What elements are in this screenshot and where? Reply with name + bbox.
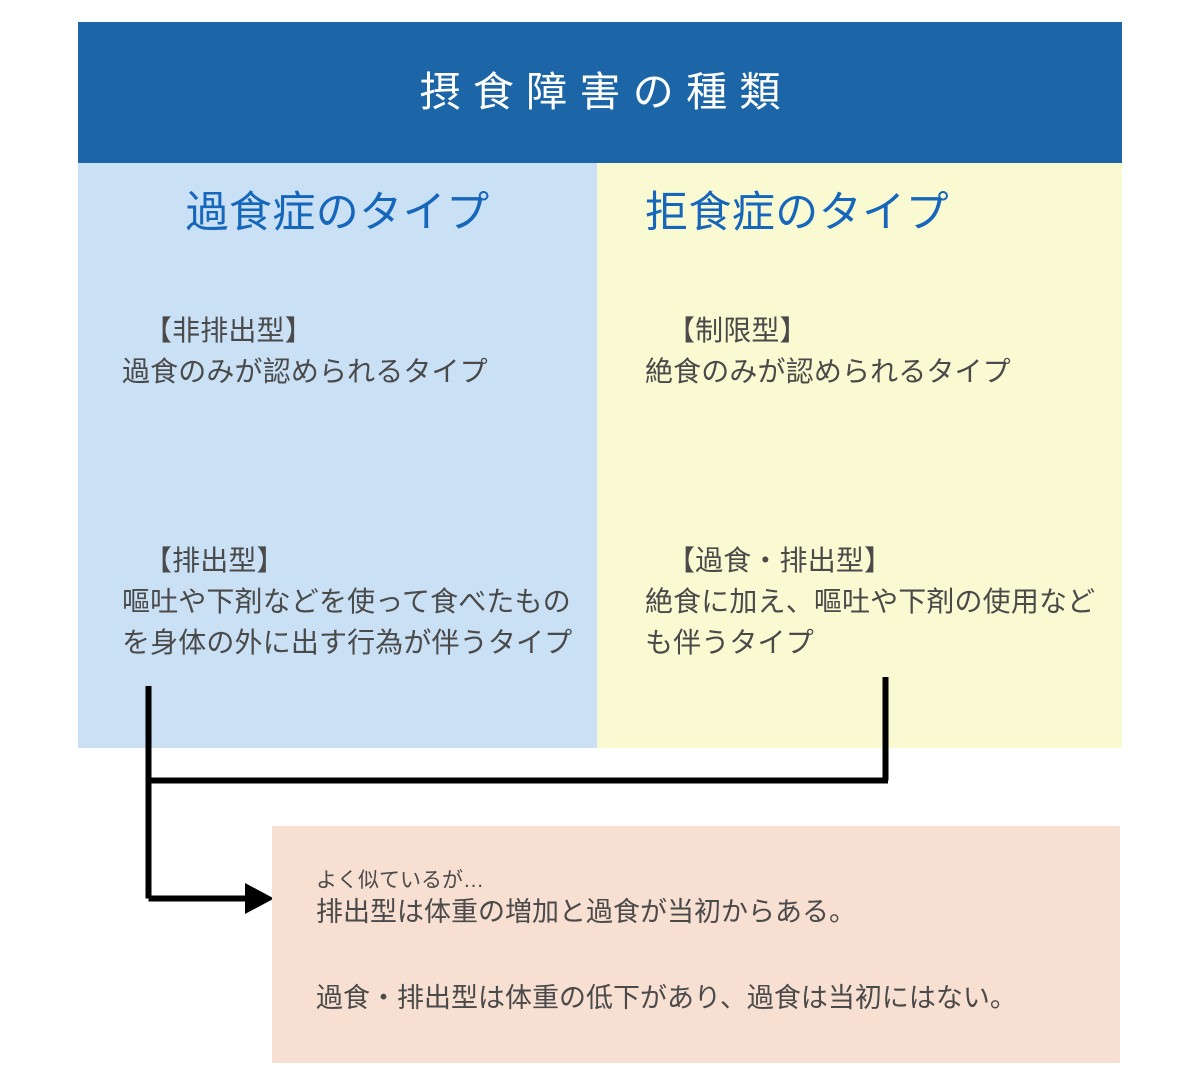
entry-body-nonpurging: 過食のみが認められるタイプ <box>122 355 488 387</box>
entry-title-binge-purging: 【過食・排出型】 <box>667 545 893 576</box>
entry-binge-purging: 【過食・排出型】 絶食に加え、嘔吐や下剤の使用なども伴うタイプ <box>645 541 1100 664</box>
diagram-header-bar: 摂食障害の種類 <box>78 22 1122 163</box>
column-heading-bulimia: 過食症のタイプ <box>185 189 490 237</box>
note-box: よく似ているが… 排出型は体重の増加と過食が当初からある。 過食・排出型は体重の… <box>272 826 1120 1063</box>
diagram-title: 摂食障害の種類 <box>419 68 793 115</box>
note-line-purging: 排出型は体重の増加と過食が当初からある。 <box>316 897 856 927</box>
entry-title-restricting: 【制限型】 <box>667 315 808 346</box>
entry-body-binge-purging: 絶食に加え、嘔吐や下剤の使用なども伴うタイプ <box>645 585 1096 658</box>
entry-restricting: 【制限型】 絶食のみが認められるタイプ <box>645 311 1100 393</box>
entry-body-purging: 嘔吐や下剤などを使って食べたものを身体の外に出す行為が伴うタイプ <box>122 585 573 658</box>
column-heading-anorexia: 拒食症のタイプ <box>645 189 950 237</box>
column-anorexia: 拒食症のタイプ 【制限型】 絶食のみが認められるタイプ 【過食・排出型】 絶食に… <box>597 163 1122 748</box>
entry-title-nonpurging: 【非排出型】 <box>144 315 313 346</box>
entry-body-restricting: 絶食のみが認められるタイプ <box>645 355 1011 387</box>
entry-title-purging: 【排出型】 <box>144 545 285 576</box>
entry-nonpurging: 【非排出型】 過食のみが認められるタイプ <box>122 311 592 393</box>
note-line-binge-purging: 過食・排出型は体重の低下があり、過食は当初にはない。 <box>316 983 1017 1013</box>
column-bulimia: 過食症のタイプ 【非排出型】 過食のみが認められるタイプ 【排出型】 嘔吐や下剤… <box>78 163 597 748</box>
note-lead-text: よく似ているが… <box>316 869 484 892</box>
entry-purging: 【排出型】 嘔吐や下剤などを使って食べたものを身体の外に出す行為が伴うタイプ <box>122 541 592 664</box>
